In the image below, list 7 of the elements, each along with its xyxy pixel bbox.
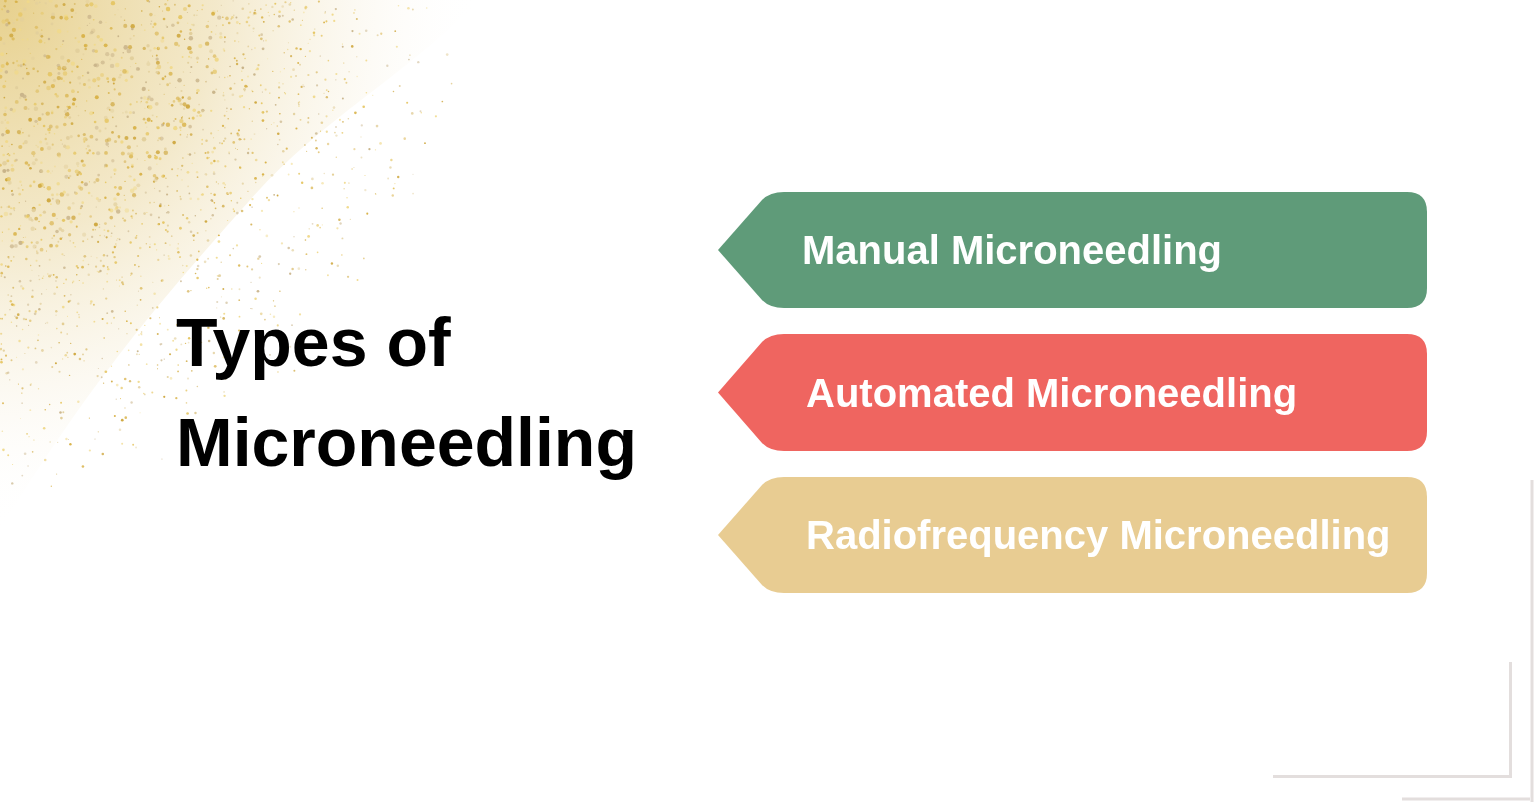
arrow-banner (718, 334, 1427, 451)
heading: Types of Microneedling (176, 303, 638, 482)
banner-label: Radiofrequency Microneedling (806, 512, 1391, 559)
arrow-banner (718, 192, 1427, 308)
banner-label: Manual Microneedling (802, 227, 1223, 274)
banner-label: Automated Microneedling (806, 369, 1298, 417)
arrow-banner (718, 477, 1427, 593)
